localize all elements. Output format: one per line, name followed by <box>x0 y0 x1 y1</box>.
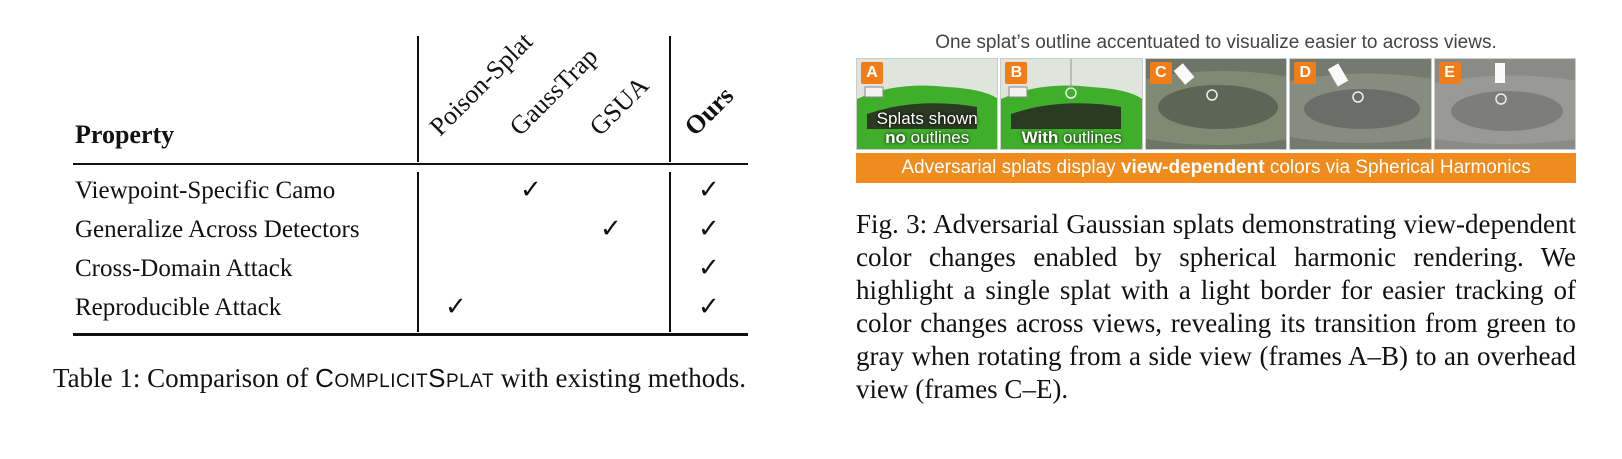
table-caption: Table 1: Comparison of COMPLICITSPLAT wi… <box>53 363 747 393</box>
comparison-table: Property Poison-Splat GaussTrap GSUA Our… <box>0 0 800 459</box>
frame-badge: B <box>1005 62 1028 84</box>
col-gsua: GSUA <box>583 70 655 142</box>
frame-badge: A <box>861 62 883 84</box>
figure-top-note: One splat’s outline accentuated to visua… <box>935 32 1497 53</box>
frame-note: With outlines <box>1021 128 1122 147</box>
table-vrule-left <box>417 36 419 162</box>
check-mark: ✓ <box>600 214 622 244</box>
frame-badge: E <box>1438 62 1461 84</box>
row-label: Reproducible Attack <box>75 294 282 321</box>
check-mark: ✓ <box>698 292 720 322</box>
property-header: Property <box>75 120 175 149</box>
check-mark: ✓ <box>698 253 720 283</box>
frame-c: C <box>1144 58 1288 150</box>
frame-d: D <box>1289 58 1432 150</box>
frame-e: E <box>1433 58 1577 150</box>
table-header-rule <box>73 163 748 165</box>
frame-b-image <box>1001 59 1142 149</box>
frame-b: B With outlines <box>1000 58 1143 150</box>
check-mark: ✓ <box>445 292 467 322</box>
figure-caption: Fig. 3: Adversarial Gaussian splats demo… <box>856 209 1576 404</box>
row-label: Viewpoint-Specific Camo <box>75 177 336 204</box>
figure-banner: Adversarial splats display view-dependen… <box>856 153 1576 183</box>
check-mark: ✓ <box>520 175 542 205</box>
check-mark: ✓ <box>698 214 720 244</box>
table-vrule-left-body <box>417 172 419 332</box>
row-label: Generalize Across Detectors <box>75 216 360 243</box>
table-vrule-right-body <box>669 172 671 332</box>
frame-a-image <box>857 59 998 149</box>
table-bottom-rule <box>73 333 748 336</box>
frame-badge: D <box>1294 62 1317 84</box>
col-ours: Ours <box>678 80 740 142</box>
frame-badge: C <box>1149 62 1172 84</box>
table-vrule-right <box>669 36 671 162</box>
row-label: Cross-Domain Attack <box>75 255 293 282</box>
check-mark: ✓ <box>698 175 720 205</box>
